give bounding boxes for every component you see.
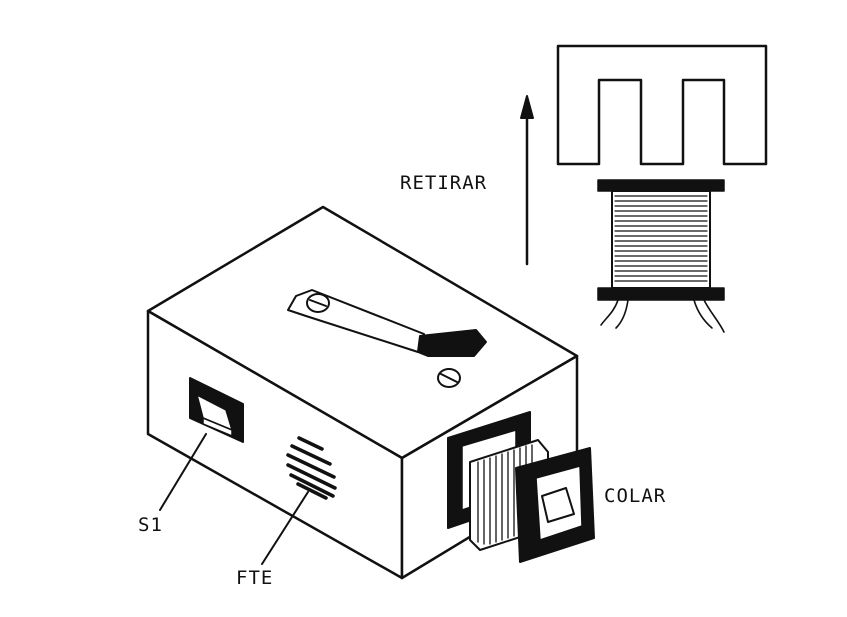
switch-s1 [189, 377, 244, 443]
label-fte: FTE [236, 567, 274, 589]
speaker-grille [286, 436, 337, 500]
contact-lever [287, 289, 487, 357]
fte-leader-line [261, 491, 309, 565]
label-s1: S1 [138, 514, 163, 536]
remove-arrow [520, 95, 534, 266]
e-core [556, 44, 768, 166]
label-retirar: RETIRAR [400, 172, 488, 194]
label-colar: COLAR [604, 485, 667, 507]
coil-bobbin [597, 179, 725, 333]
probe-coil [447, 411, 595, 563]
s1-leader-line [159, 433, 207, 511]
screw [437, 368, 461, 388]
